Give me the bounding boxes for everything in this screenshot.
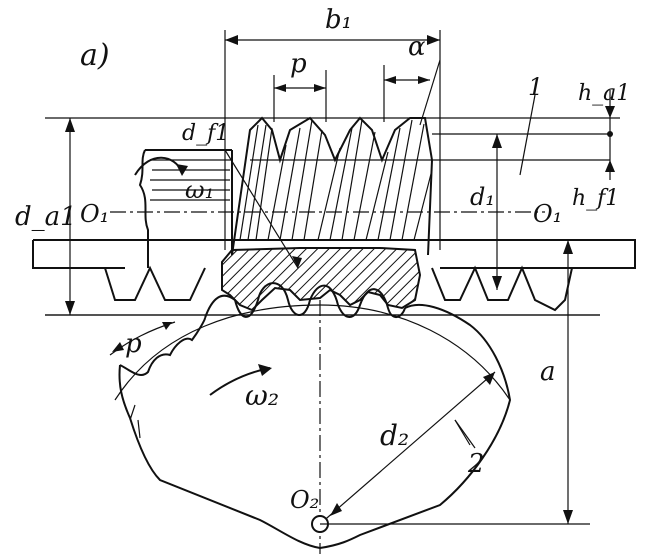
wheel-pitch-arrow [109, 321, 176, 356]
extension-lines [45, 117, 620, 525]
label-p-left: p [125, 329, 142, 359]
panel-label: a) [80, 38, 110, 73]
omega1-arrow [134, 156, 188, 176]
worm-threads [231, 116, 434, 256]
label-da1: d_a1 [15, 202, 77, 232]
label-ha1: h_a1 [578, 81, 630, 106]
a-dimension [563, 240, 573, 524]
label-alpha: α [408, 32, 426, 62]
label-p-top: p [290, 49, 307, 79]
d1-dimension [492, 134, 502, 290]
label-O1-left: O₁ [80, 200, 109, 228]
label-a: a [540, 357, 556, 387]
label-omega2: ω₂ [245, 379, 279, 412]
engagement-section-hatch [221, 247, 422, 312]
label-O2: O₂ [290, 486, 319, 514]
label-omega1: ω₁ [185, 176, 214, 204]
omega2-arrow [209, 364, 272, 396]
leader-1 [519, 94, 536, 176]
d2-dimension [319, 371, 496, 525]
df1-leader [185, 149, 302, 269]
label-O1-right: O₁ [533, 200, 562, 228]
b1-dimension [224, 30, 441, 250]
ha1-hf1-dimension [605, 90, 615, 180]
worm-shaft [32, 239, 636, 269]
label-2: 2 [467, 449, 485, 479]
alpha-dimension [383, 59, 441, 126]
label-b1: b₁ [325, 5, 352, 35]
label-df1: d_f1 [182, 121, 229, 146]
da1-dimension [65, 118, 75, 315]
label-d2: d₂ [380, 419, 409, 452]
leader-2 [454, 419, 476, 449]
p-top-dimension [273, 70, 327, 122]
label-1: 1 [528, 73, 543, 101]
worm-wheel-sector [118, 303, 512, 550]
label-hf1: h_f1 [572, 186, 619, 211]
wheel-pitch-arc [114, 304, 511, 401]
label-d1: d₁ [470, 183, 495, 211]
